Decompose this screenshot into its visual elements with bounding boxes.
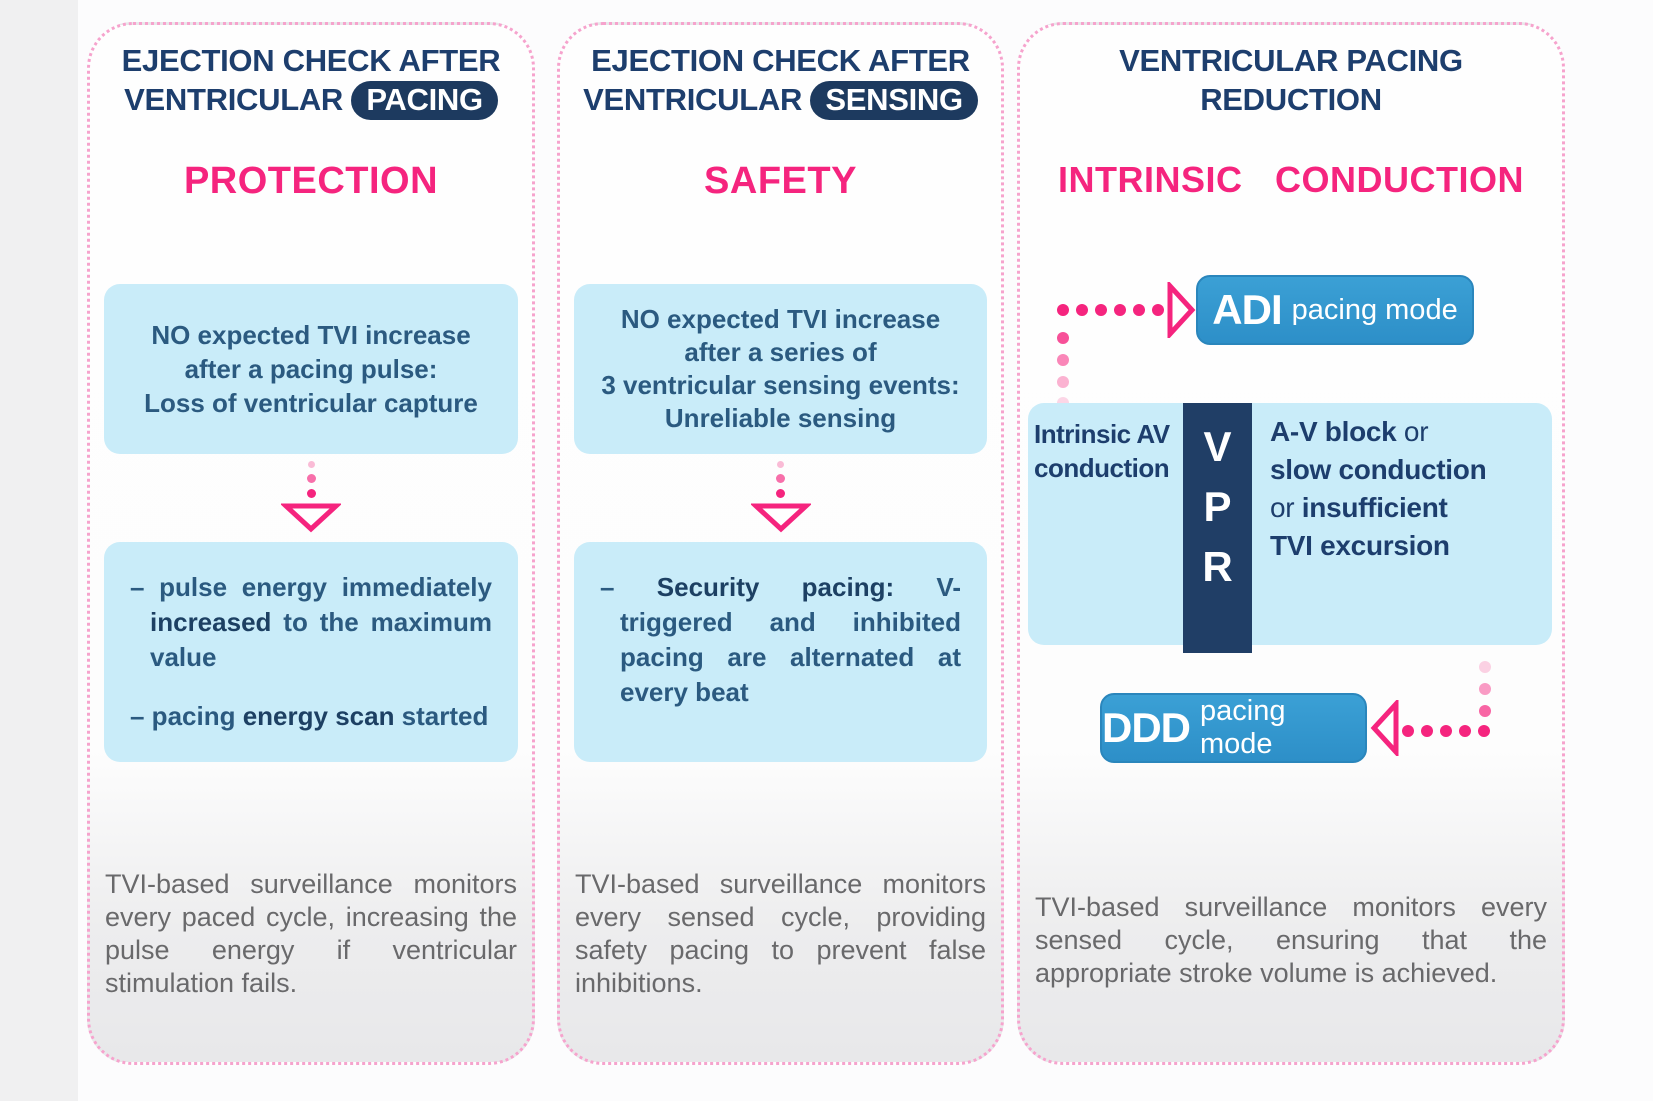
dot [307, 461, 315, 468]
vpr-bar: V P R [1183, 403, 1252, 653]
vpr-letter-p: P [1203, 483, 1232, 530]
adi-mode-label: pacing mode [1291, 293, 1458, 326]
dot [1057, 354, 1069, 366]
triangle-down-icon [281, 503, 341, 533]
ddd-mode-label: pacing mode [1200, 695, 1286, 760]
dotted-arrow-down [560, 454, 1001, 542]
dot [1057, 332, 1069, 344]
dot [1095, 304, 1107, 316]
vpr-left-text: Intrinsic AV conduction [1034, 417, 1184, 485]
panel-footer-text: TVI-based surveillance monitors every se… [1035, 892, 1547, 988]
title-line2: VENTRICULAR SENSING [560, 80, 1001, 120]
dot [776, 489, 785, 498]
vpr-letter-r: R [1202, 543, 1233, 590]
left-margin-strip [0, 0, 78, 1101]
action-box: – pulse energy immediately increased to … [104, 542, 518, 762]
panel-subtitle: INTRINSIC CONDUCTION [1058, 159, 1524, 200]
title-line1: EJECTION CHECK AFTER [121, 43, 501, 78]
dot [1479, 683, 1491, 695]
panel-ejection-check-sensing: EJECTION CHECK AFTER VENTRICULAR SENSING… [557, 22, 1004, 1065]
panel-ventricular-pacing-reduction: VENTRICULAR PACING REDUCTION INTRINSIC C… [1017, 22, 1565, 1065]
action-box: – Security pacing: V-triggered and inhib… [574, 542, 987, 762]
pacing-pill: PACING [351, 81, 498, 120]
vpr-condition-box [1028, 403, 1552, 645]
vpr-left-line: Intrinsic AV [1034, 419, 1170, 449]
dot [1057, 304, 1069, 316]
vpr-right-text: A-V block or slow conduction or insuffic… [1270, 413, 1555, 565]
action-item: – Security pacing: V-triggered and inhib… [600, 572, 961, 707]
vpr-right-line: A-V block or [1270, 416, 1429, 447]
dotted-arrow-to-adi [1057, 304, 1164, 316]
adi-mode-code: ADI [1212, 286, 1282, 333]
dot [777, 461, 784, 468]
vpr-right-line: TVI excursion [1270, 530, 1450, 561]
dot [1479, 705, 1491, 717]
triangle-right-icon [1167, 282, 1196, 338]
dot [1402, 725, 1414, 737]
title-line2: REDUCTION [1200, 82, 1382, 117]
dot [1133, 304, 1145, 316]
panel-title: VENTRICULAR PACING REDUCTION [1020, 41, 1562, 119]
adi-pacing-mode-button: ADI pacing mode [1196, 275, 1474, 345]
sensing-pill: SENSING [810, 81, 978, 120]
panel-subtitle: PROTECTION [183, 160, 439, 202]
vpr-letter-v: V [1203, 423, 1232, 470]
ddd-pacing-mode-button: DDD pacing mode [1100, 693, 1367, 763]
title-line2: VENTRICULAR PACING [90, 80, 532, 120]
triangle-down-icon [750, 503, 811, 533]
dot [1057, 376, 1069, 388]
panel-footer-text: TVI-based surveillance monitors every pa… [105, 869, 517, 998]
dot [1076, 304, 1088, 316]
panel-ejection-check-pacing: EJECTION CHECK AFTER VENTRICULAR PACING … [87, 22, 535, 1065]
dotted-arrow-down [90, 454, 532, 542]
dot [1440, 725, 1452, 737]
action-item: – pacing energy scan started [130, 701, 489, 731]
dot [1114, 304, 1126, 316]
title-line1: VENTRICULAR PACING [1119, 43, 1463, 78]
vpr-right-line: slow conduction [1270, 454, 1487, 485]
triangle-left-icon [1370, 700, 1399, 756]
ddd-mode-code: DDD [1102, 704, 1191, 751]
title-line1: EJECTION CHECK AFTER [591, 43, 970, 78]
panel-subtitle: SAFETY [704, 160, 857, 202]
title-prefix: VENTRICULAR [124, 82, 344, 117]
vpr-right-line: or insufficient [1270, 492, 1448, 523]
panel-footer-text: TVI-based surveillance monitors every se… [575, 869, 986, 998]
dot [1421, 725, 1433, 737]
dot [306, 474, 316, 483]
dot [1459, 725, 1471, 737]
panel-title: EJECTION CHECK AFTER VENTRICULAR PACING [90, 41, 532, 120]
dotted-arrow-to-ddd [1402, 725, 1490, 737]
dot [1478, 725, 1490, 737]
vpr-left-line: conduction [1034, 453, 1170, 483]
action-item: – pulse energy immediately increased to … [130, 572, 492, 672]
dot [1152, 304, 1164, 316]
dot [1479, 661, 1491, 673]
dot [306, 489, 316, 498]
title-prefix: VENTRICULAR [583, 82, 803, 117]
dot [776, 474, 785, 483]
panel-title: EJECTION CHECK AFTER VENTRICULAR SENSING [560, 41, 1001, 120]
